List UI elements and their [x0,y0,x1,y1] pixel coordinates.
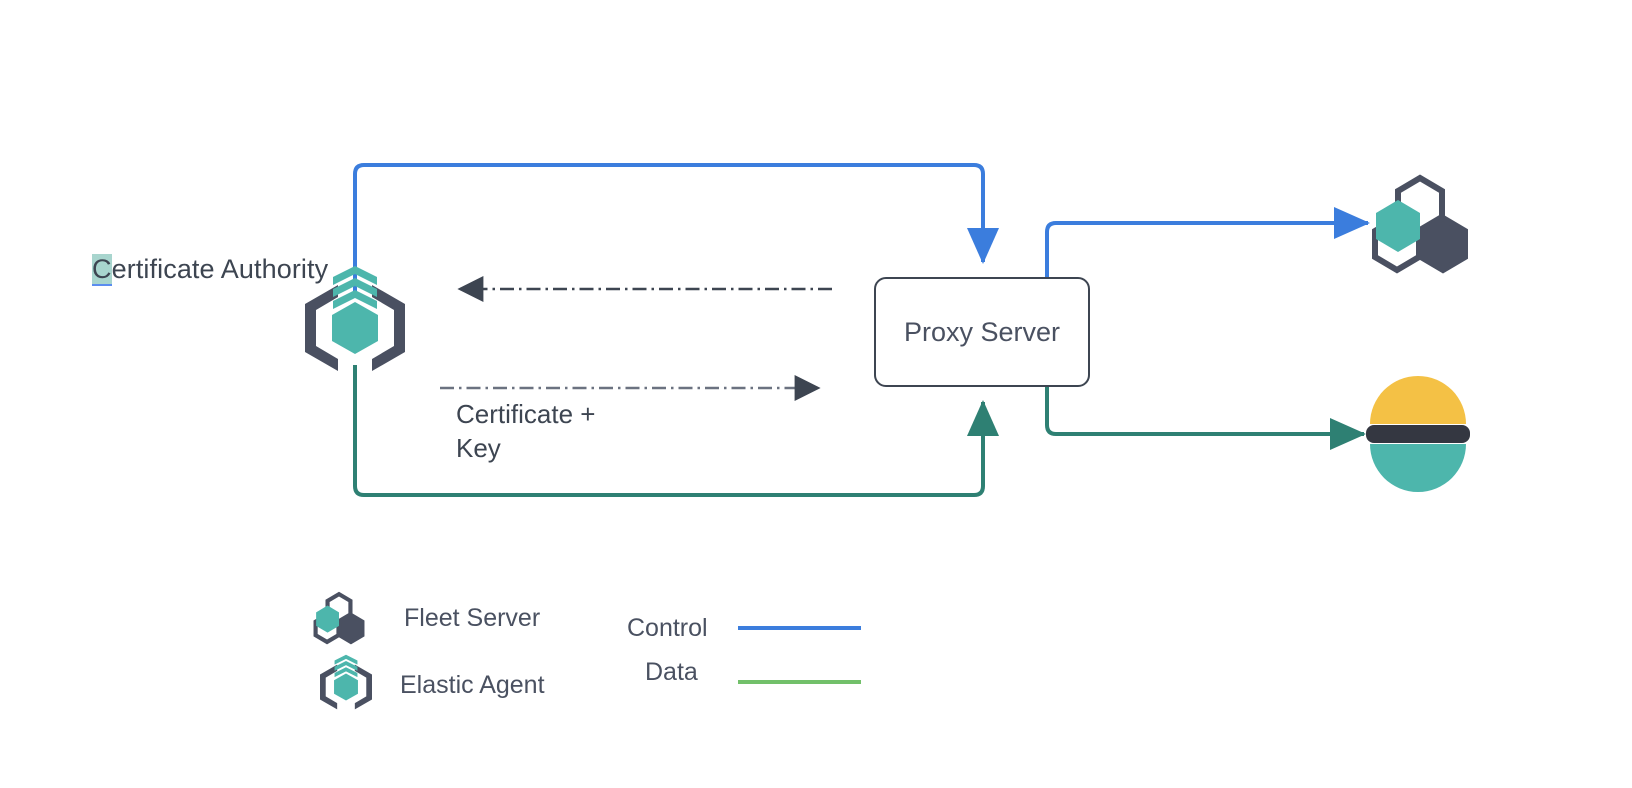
legend-label-fleet-server: Fleet Server [404,604,541,632]
proxy-server-label: Proxy Server [903,316,1061,347]
legend-elastic-agent-icon [320,654,372,710]
certificate-authority-label-selected-char: C [92,254,112,284]
edge-control-proxy-to-fleet [1045,207,1370,280]
edge-data-proxy-to-elasticsearch [1045,386,1366,450]
legend-label-control: Control [627,614,708,642]
legend-fleet-server-icon [313,591,365,645]
legend-label-data: Data [645,658,698,686]
elastic-agent-icon [305,266,405,371]
proxy-server-node[interactable]: Proxy Server [874,277,1090,387]
edge-control-agent-to-proxy [353,163,999,292]
legend-label-elastic-agent: Elastic Agent [400,671,545,699]
certificate-authority-label: Certificate Authority [92,254,328,286]
certificate-authority-label-rest: ertificate Authority [111,254,329,284]
edge-data-agent-to-proxy [353,365,999,497]
fleet-server-icon [1372,174,1468,274]
certificate-key-edge-label: Certificate + Key [456,399,596,463]
elasticsearch-icon [1366,376,1470,492]
